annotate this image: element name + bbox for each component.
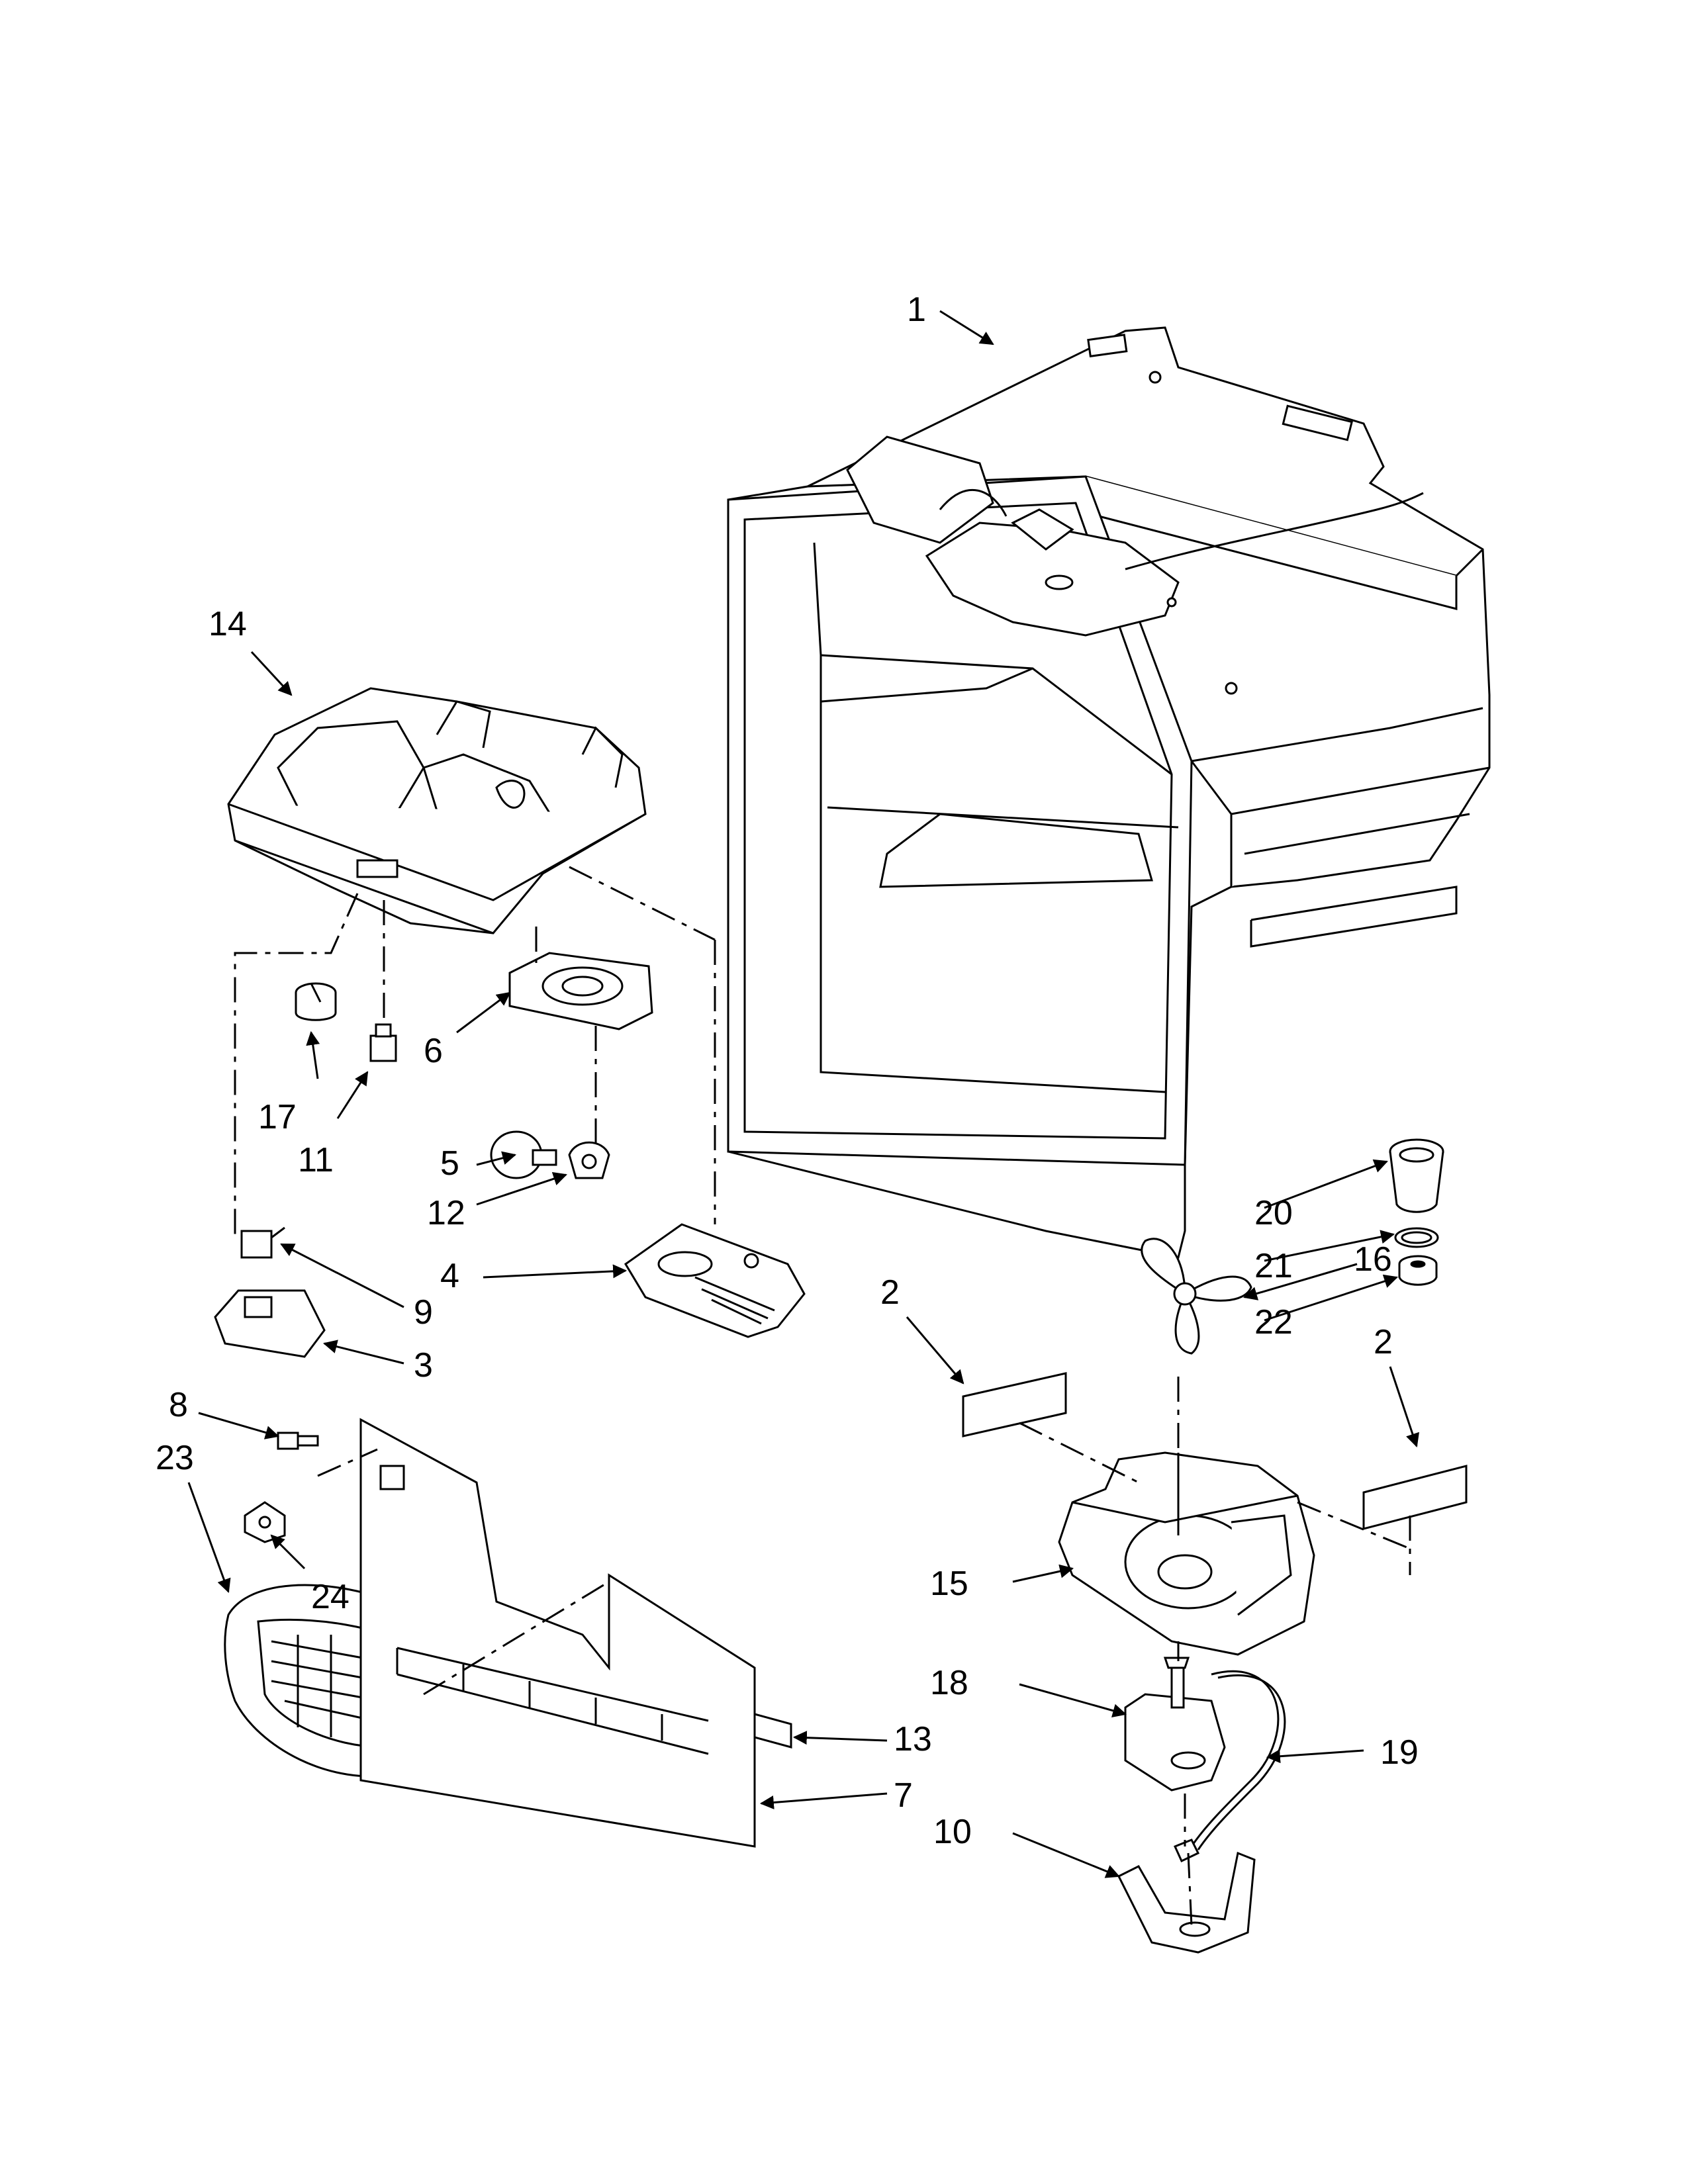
part-20-cup [1390,1140,1443,1212]
part-2-insulation-pad-right [1364,1466,1466,1529]
part-4-light-cover [626,1224,804,1337]
callout-6: 6 [424,1032,443,1070]
callout-labels: 1 2 2 3 4 5 6 7 8 9 10 11 12 13 14 15 16… [156,291,1419,1851]
assembly-lines [234,866,1411,1927]
part-21-o-ring [1395,1228,1438,1247]
part-11-switch [371,1024,396,1061]
callout-16: 16 [1354,1240,1392,1279]
callout-11: 11 [298,1141,334,1179]
callout-21: 21 [1254,1247,1293,1285]
callout-23: 23 [156,1439,194,1477]
callout-20: 20 [1254,1194,1293,1232]
part-10-motor-bracket [1119,1840,1254,1952]
part-3-control-housing [215,1291,324,1357]
callout-12: 12 [427,1194,465,1232]
callout-2-right: 2 [1374,1323,1393,1361]
callout-1: 1 [907,291,926,329]
callout-22: 22 [1254,1303,1293,1342]
part-24-sensor [245,1502,285,1542]
part-17-knob [296,983,336,1020]
part-22-grommet [1399,1256,1436,1285]
part-12-socket [569,1142,609,1178]
callout-2-left: 2 [880,1273,900,1312]
part-8-screw [278,1433,318,1449]
callout-17: 17 [258,1098,297,1136]
part-14-dispenser-housing [228,688,645,933]
part-16-fan-blade [1142,1239,1251,1353]
part-5-light-bulb [491,1132,556,1178]
callout-7: 7 [894,1776,913,1815]
callout-24: 24 [311,1578,350,1616]
part-1-freezer-liner [728,328,1489,1257]
part-2-insulation-pad-left [963,1373,1066,1436]
part-13-strip [755,1714,791,1747]
part-6-light-housing [510,953,652,1029]
part-7-rear-panel [361,1420,755,1846]
part-9-damper-motor [242,1228,285,1257]
callout-14: 14 [209,605,247,643]
callout-13: 13 [894,1720,932,1758]
part-18-fan-motor [1125,1658,1225,1790]
callout-4: 4 [440,1257,459,1295]
leader-lines [187,310,1419,1878]
part-15-fan-shroud [1059,1453,1314,1655]
callout-18: 18 [930,1664,968,1702]
callout-8: 8 [169,1386,188,1424]
callout-19: 19 [1380,1733,1419,1772]
callout-10: 10 [933,1813,972,1851]
callout-9: 9 [414,1293,433,1332]
callout-5: 5 [440,1144,459,1183]
callout-3: 3 [414,1346,433,1385]
callout-15: 15 [930,1565,968,1603]
